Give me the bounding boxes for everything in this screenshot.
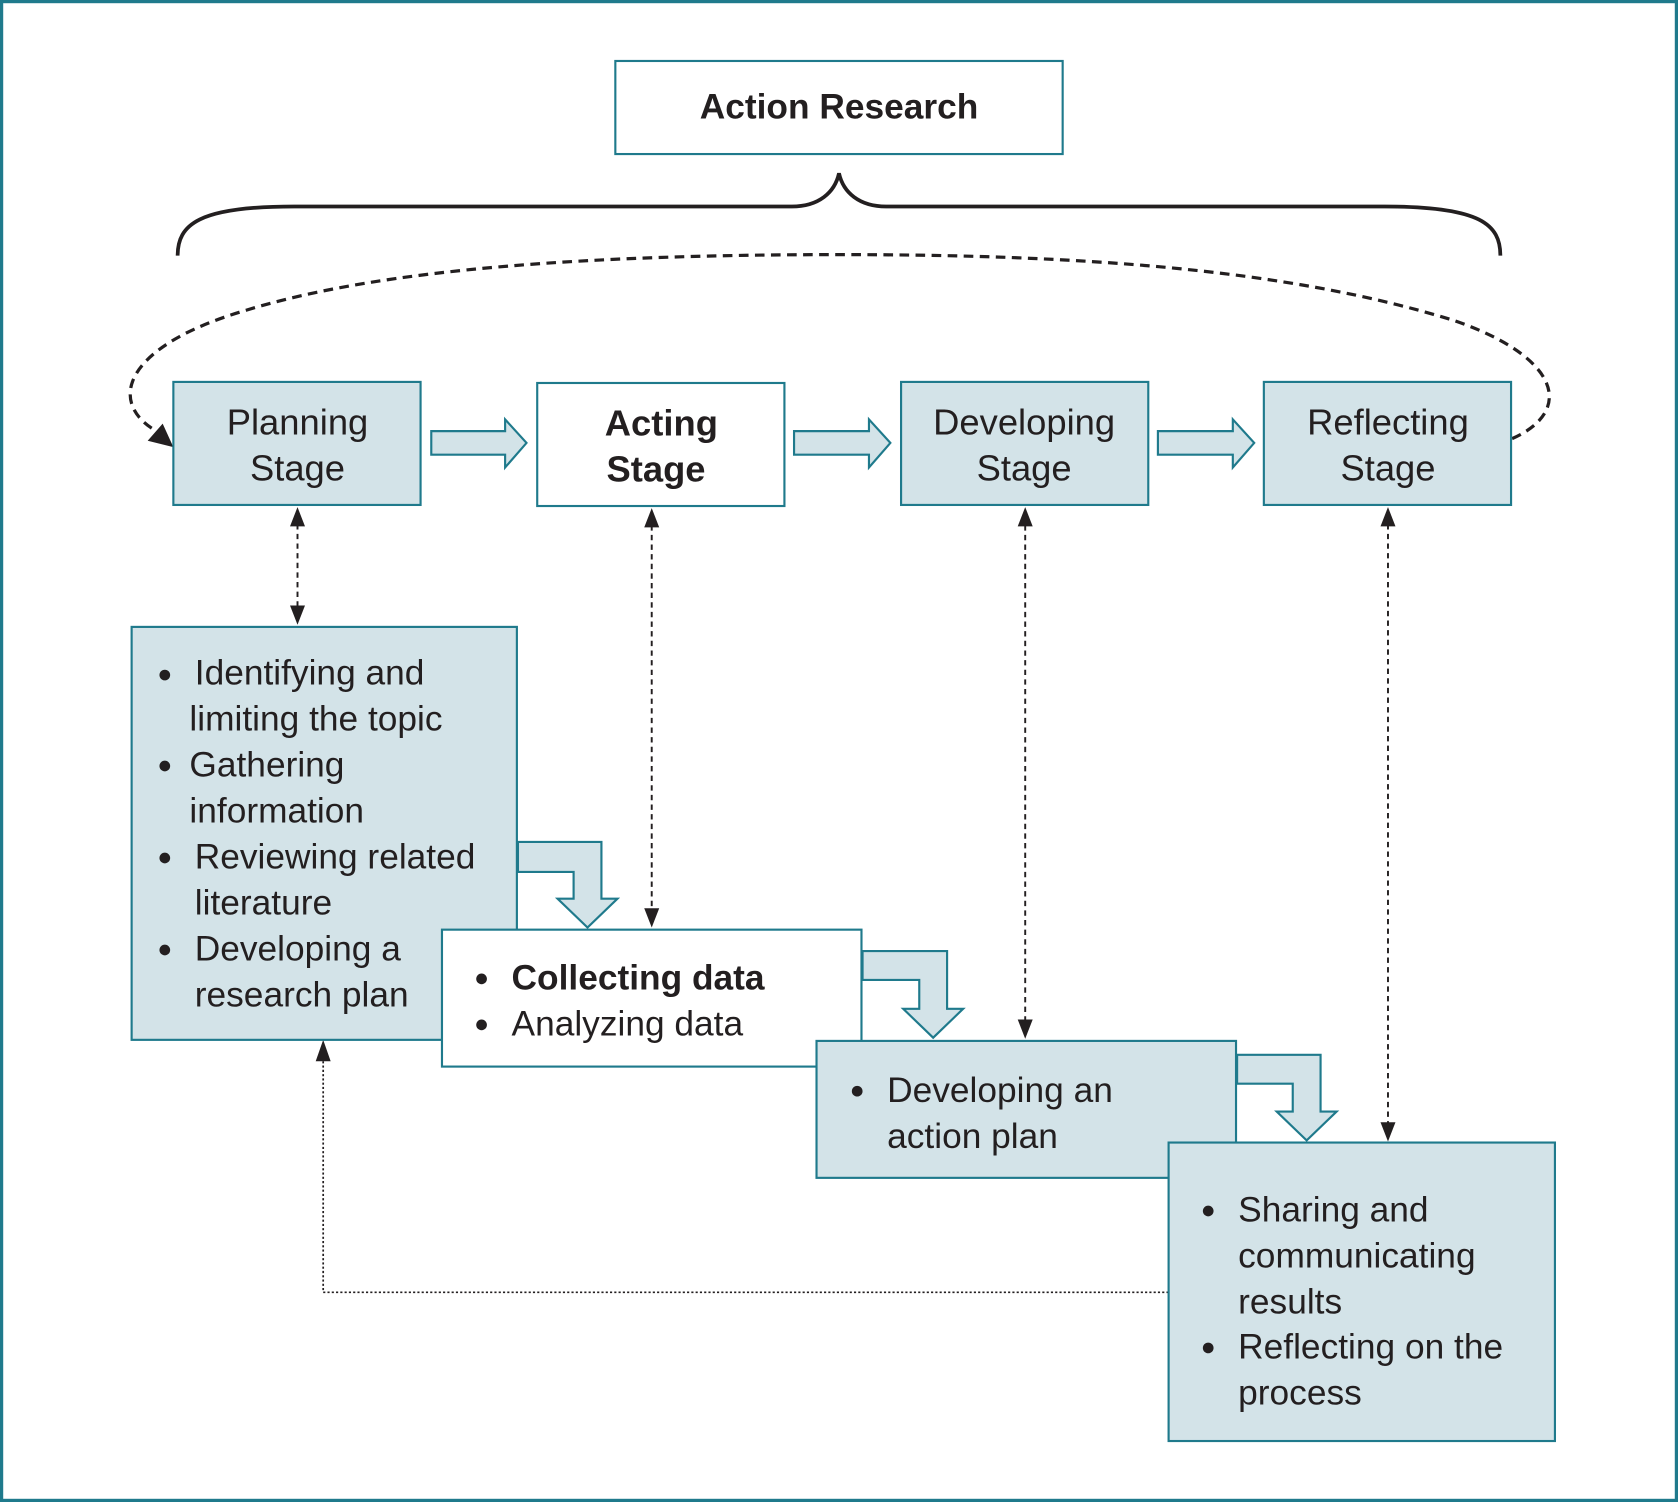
curly-brace xyxy=(175,172,1503,256)
link-planning xyxy=(290,507,305,625)
planning-bullet-2a: Gathering xyxy=(189,746,344,785)
stage-acting-line1: Acting xyxy=(605,402,718,443)
stage-reflecting: Reflecting Stage xyxy=(1262,380,1513,507)
reflecting-bullet-2b: process xyxy=(1238,1374,1362,1413)
reflecting-bullet-1c: results xyxy=(1238,1283,1342,1322)
acting-bullet-2: Analyzing data xyxy=(512,1005,744,1044)
reflecting-bullet-1a: Sharing and xyxy=(1238,1191,1428,1230)
link-reflecting xyxy=(1380,507,1396,1142)
cycle-arrowhead-icon xyxy=(147,423,174,448)
bent-arrow-acting-to-developing-icon xyxy=(861,949,966,1040)
detail-reflecting: Sharing and communicating results Reflec… xyxy=(1167,1141,1557,1443)
stage-planning-line2: Stage xyxy=(250,447,345,488)
title-box: Action Research xyxy=(614,59,1064,156)
planning-bullet-4b: research plan xyxy=(195,976,409,1015)
detail-developing: Developing an action plan xyxy=(815,1039,1238,1179)
stage-reflecting-line2: Stage xyxy=(1340,447,1435,488)
planning-bullet-1b: limiting the topic xyxy=(189,700,442,739)
stage-reflecting-line1: Reflecting xyxy=(1307,401,1469,442)
arrow-planning-to-acting-icon xyxy=(430,416,528,471)
feedback-arrowhead-icon xyxy=(315,1039,331,1062)
planning-bullet-2b: information xyxy=(189,792,364,831)
stage-developing: Developing Stage xyxy=(899,380,1150,507)
planning-bullet-3b: literature xyxy=(195,884,332,923)
developing-bullet-1a: Developing an xyxy=(887,1071,1113,1110)
detail-acting: Collecting data Analyzing data xyxy=(440,928,863,1068)
link-developing xyxy=(1017,507,1033,1039)
planning-bullet-3a: Reviewing related xyxy=(195,838,476,877)
reflecting-bullet-1b: communicating xyxy=(1238,1237,1475,1276)
arrow-developing-to-reflecting-icon xyxy=(1156,416,1256,471)
stage-developing-line1: Developing xyxy=(933,401,1115,442)
acting-bullet-1: Collecting data xyxy=(512,959,765,998)
bent-arrow-planning-to-acting-icon xyxy=(516,840,621,930)
reflecting-bullet-2a: Reflecting on the xyxy=(1238,1328,1503,1367)
cycle-loop-arrow xyxy=(128,253,1551,448)
stage-planning-line1: Planning xyxy=(227,401,369,442)
title-text: Action Research xyxy=(700,88,979,127)
bent-arrow-developing-to-reflecting-icon xyxy=(1236,1053,1340,1142)
planning-bullet-1a: Identifying and xyxy=(195,654,425,693)
stage-developing-line2: Stage xyxy=(977,447,1072,488)
stage-acting: Acting Stage xyxy=(536,381,786,508)
stage-planning: Planning Stage xyxy=(172,380,422,507)
arrow-acting-to-developing-icon xyxy=(792,416,892,471)
link-acting xyxy=(644,508,660,928)
planning-bullet-4a: Developing a xyxy=(195,930,401,969)
feedback-loop xyxy=(315,1039,1169,1294)
stage-acting-line2: Stage xyxy=(606,448,705,489)
developing-bullet-1b: action plan xyxy=(887,1117,1058,1156)
